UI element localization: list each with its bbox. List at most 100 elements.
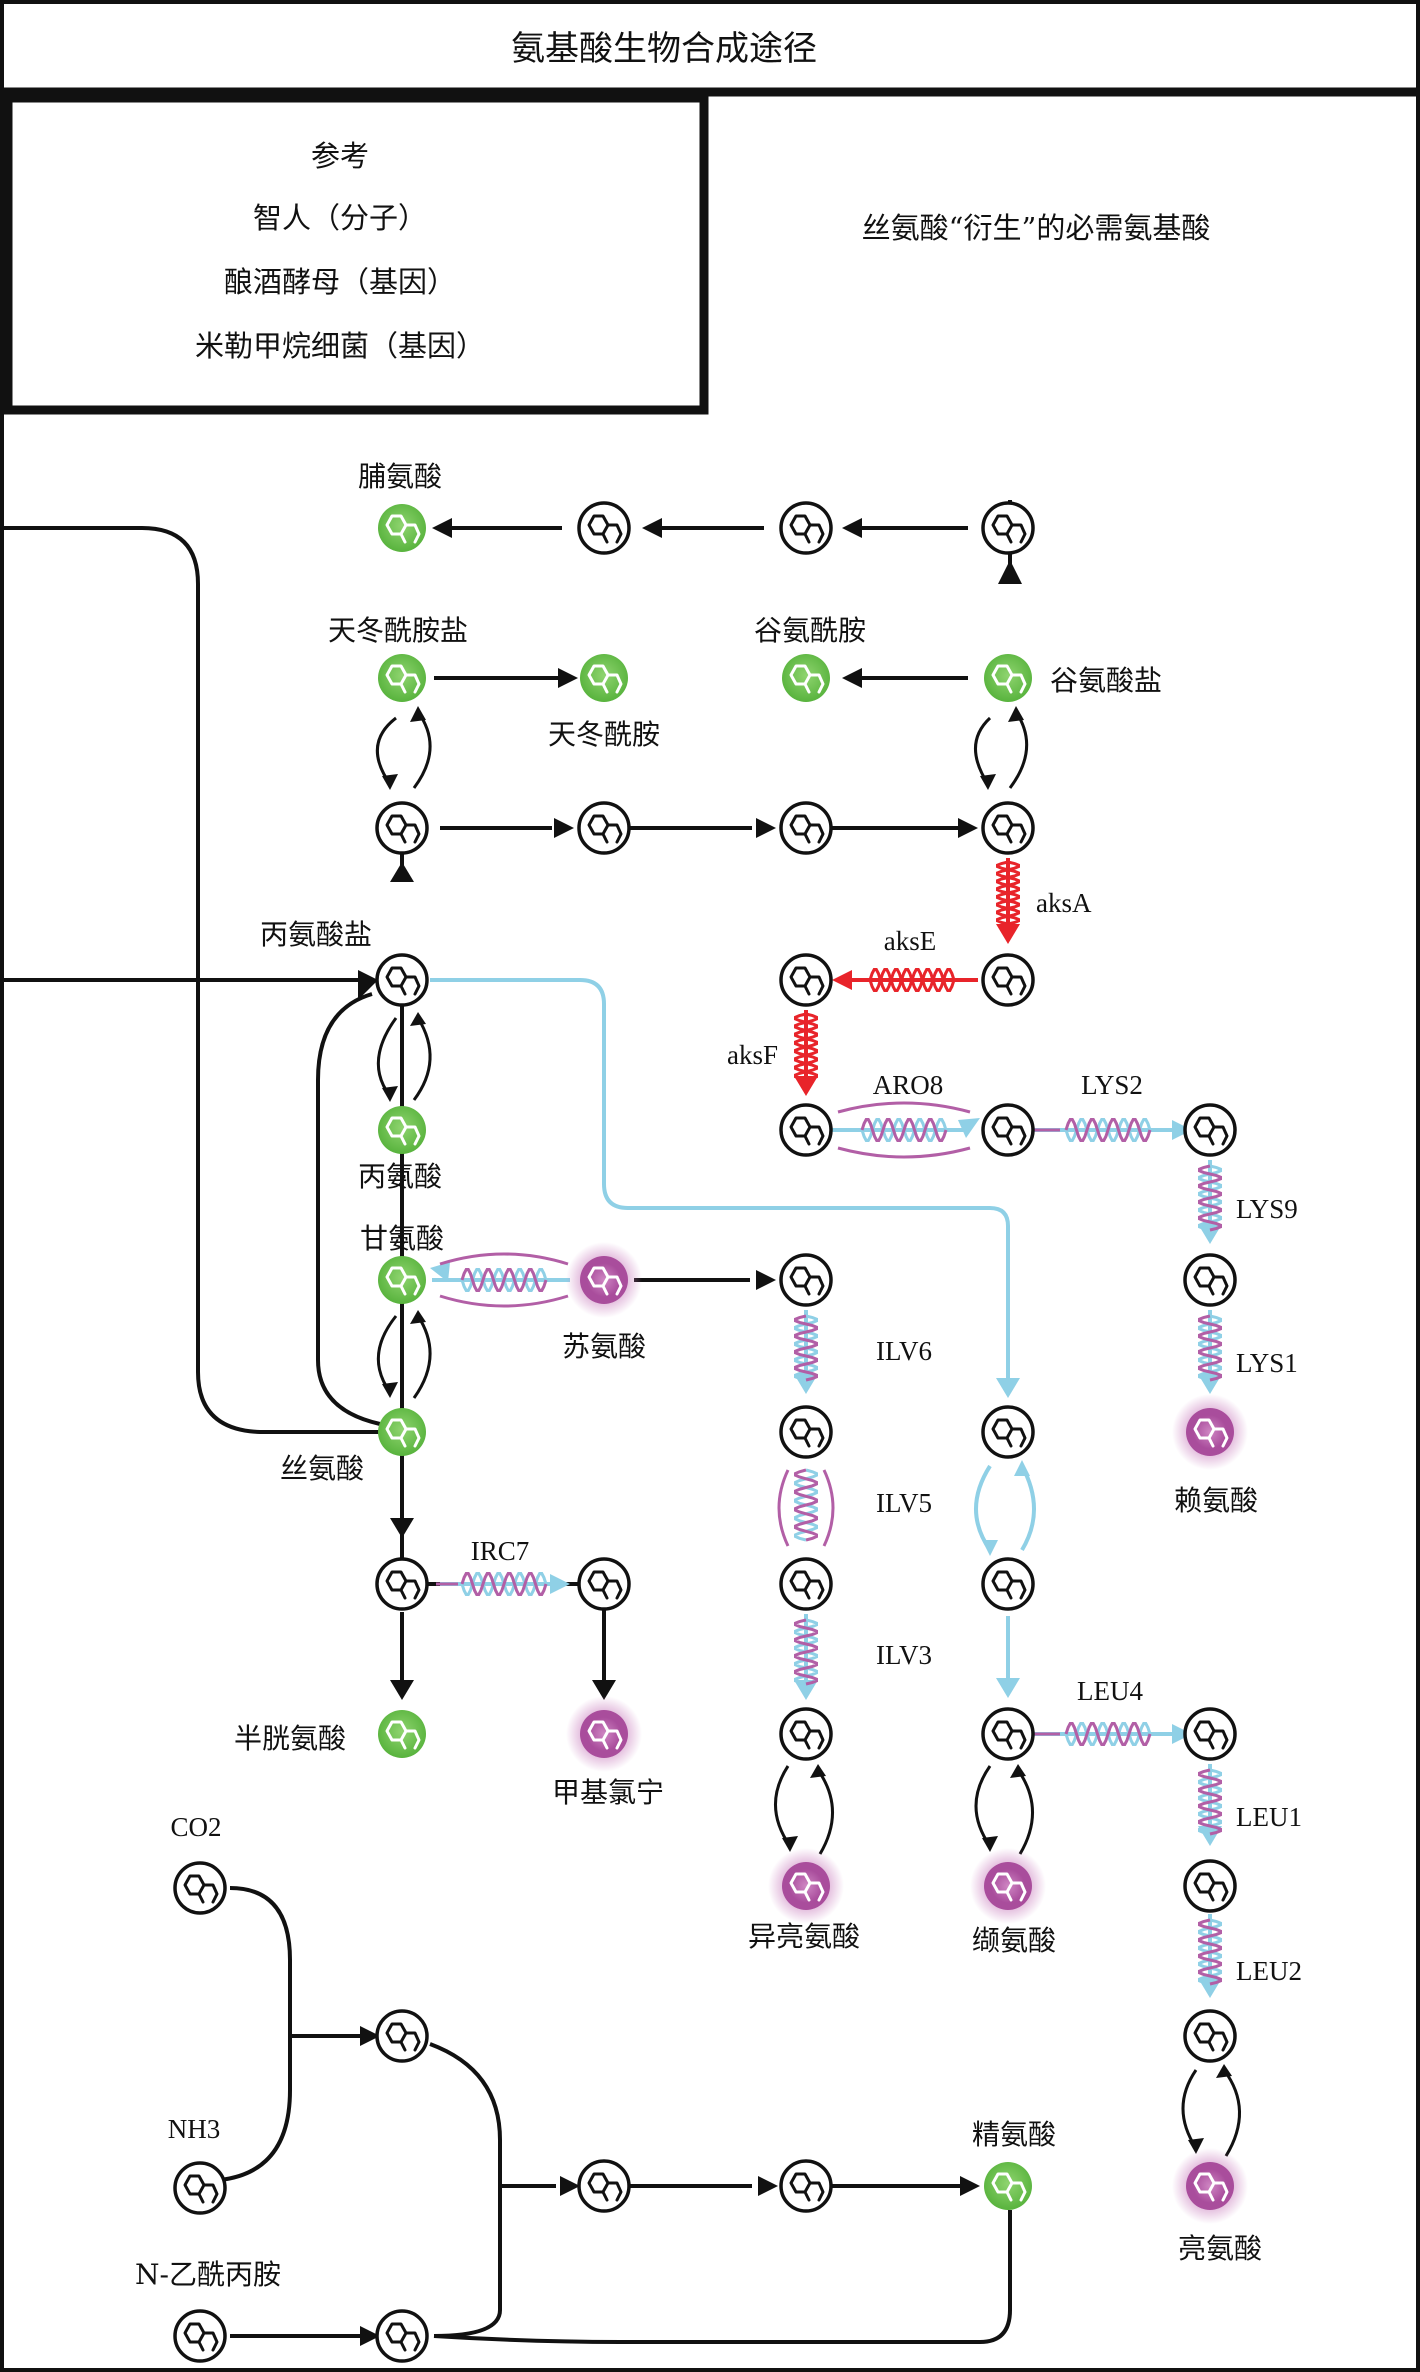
dna-helix-icon [460,1268,548,1292]
essential-amino-acid-node [768,1848,844,1924]
gene-aksF: aksF [727,1040,778,1070]
intermediate-node [779,1557,833,1611]
dna-helix-icon [794,1618,818,1686]
human-molecule-node [378,1106,426,1154]
label-valine: 缬氨酸 [972,1924,1056,1957]
intermediate-node [375,2009,429,2063]
gene-aksE: aksE [884,926,936,956]
intermediate-node [577,501,631,555]
label-alanine-salt: 丙氨酸盐 [260,918,372,951]
legend-item: 米勒甲烷细菌（基因） [195,329,485,363]
intermediate-node [779,501,833,555]
intermediate-node [779,1707,833,1761]
dna-helix-icon [1198,1918,1222,1986]
intermediate-node [779,1253,833,1307]
label-methionine: 甲基氯宁 [552,1776,664,1809]
molecule-nodes [173,501,1248,2363]
intermediate-node [375,801,429,855]
intermediate-node [173,2161,227,2215]
human-molecule-node [378,1256,426,1304]
dna-helix-icon [1198,1164,1222,1232]
human-molecule-node [378,504,426,552]
legend-box [3,93,709,415]
intermediate-node [981,801,1035,855]
gene-LEU2: LEU2 [1236,1956,1302,1986]
reversible-arrowheads [382,706,1232,2154]
dna-helix-icon [794,1468,818,1542]
human-molecule-node [378,1710,426,1758]
intermediate-node [375,953,429,1007]
gene-ILV3: ILV3 [876,1640,932,1670]
gene-aksA: aksA [1036,888,1092,918]
dna-helix-icon [460,1572,548,1596]
intermediate-node [981,501,1035,555]
gene-ILV5: ILV5 [876,1488,932,1518]
dna-helix-icon [1198,1768,1222,1836]
label-co2: CO2 [170,1812,221,1842]
intermediate-node [577,801,631,855]
intermediate-node [577,2159,631,2213]
intermediate-node [981,1557,1035,1611]
methano-pathways [804,858,1010,1086]
intermediate-node [779,801,833,855]
legend-heading: 参考 [311,139,369,173]
label-leucine: 亮氨酸 [1178,2232,1262,2265]
intermediate-node [779,953,833,1007]
gene-LYS2: LYS2 [1081,1070,1143,1100]
human-molecule-node [378,654,426,702]
intermediate-node [981,1103,1035,1157]
intermediate-node [375,2309,429,2363]
gene-helices [460,860,1222,1986]
intermediate-node [981,1707,1035,1761]
intermediate-node [1183,1103,1237,1157]
gene-IRC7: IRC7 [471,1536,530,1566]
molecule-labels: 脯氨酸 天冬酰胺盐 天冬酰胺 谷氨酰胺 谷氨酸盐 丙氨酸盐 丙氨酸 甘氨酸 苏氨… [135,460,1262,2291]
dna-helix-icon [794,1012,818,1082]
intermediate-node [981,953,1035,1007]
dna-helix-icon [1198,1314,1222,1382]
intermediate-node [577,1557,631,1611]
intermediate-node [173,1861,227,1915]
intermediate-node [1183,2009,1237,2063]
label-asparagine: 天冬酰胺 [548,718,660,751]
essential-amino-acid-node [970,1848,1046,1924]
dna-helix-icon [860,1118,948,1142]
dna-helix-icon [868,968,956,992]
label-glycine: 甘氨酸 [360,1222,444,1255]
label-n-acetyl: N-乙酰丙胺 [135,2258,281,2291]
essential-amino-acid-node [1172,1394,1248,1470]
label-asparagine-salt: 天冬酰胺盐 [328,614,468,647]
gene-ARO8: ARO8 [873,1070,944,1100]
label-serine: 丝氨酸 [280,1452,364,1485]
gene-LEU4: LEU4 [1077,1676,1143,1706]
human-molecule-node [378,1408,426,1456]
intermediate-node [375,1557,429,1611]
gene-LEU1: LEU1 [1236,1802,1302,1832]
label-proline: 脯氨酸 [358,460,442,493]
page-title: 氨基酸生物合成途径 [511,29,817,69]
gene-ILV6: ILV6 [876,1336,932,1366]
label-glutamine: 谷氨酰胺 [754,614,866,647]
dna-helix-icon [794,1314,818,1382]
intermediate-node [173,2309,227,2363]
intermediate-node [1183,1253,1237,1307]
methano-arrowheads [794,924,1020,1096]
label-threonine: 苏氨酸 [562,1330,646,1363]
intermediate-node [981,1405,1035,1459]
legend-item: 酿酒酵母（基因） [224,265,456,299]
essential-amino-acid-node [566,1242,642,1318]
intermediate-node [779,1103,833,1157]
dna-helix-icon [996,860,1020,926]
intermediate-node [1183,1859,1237,1913]
label-isoleucine: 异亮氨酸 [748,1920,860,1953]
black-arrowheads [358,518,1022,2346]
dna-helix-icon [1064,1722,1152,1746]
intermediate-node [779,1405,833,1459]
violet-loops [436,1101,1060,1736]
gene-labels: aksA aksE aksF ARO8 LYS2 LYS9 LYS1 ILV6 … [471,888,1302,1986]
dna-helix-icon [1064,1118,1152,1142]
label-glutamate: 谷氨酸盐 [1050,664,1162,697]
